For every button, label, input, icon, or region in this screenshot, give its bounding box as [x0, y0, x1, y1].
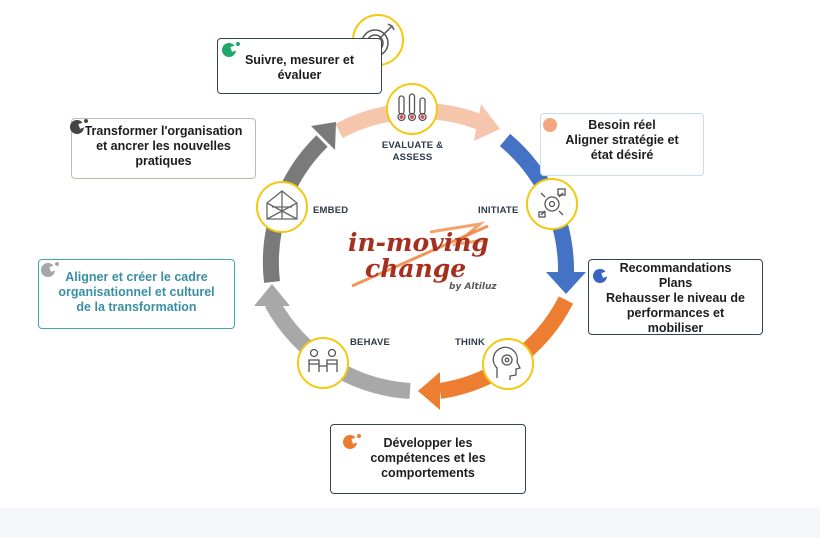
box-recommandations-line: mobiliser: [647, 321, 704, 335]
logo-line2: change: [365, 254, 467, 283]
phase-label-think: THINK: [455, 337, 486, 348]
box-transformer-line: Transformer l'organisation: [84, 124, 243, 138]
logo-scribble-mark: [429, 221, 487, 247]
box-aligner: Aligner et créer le cadre organisationne…: [38, 259, 235, 329]
box-developper-line: Développer les: [383, 436, 473, 450]
box-aligner-line: organisationnel et culturel: [58, 285, 215, 299]
gray-dot-icon: [41, 262, 59, 277]
orange-dot-icon: [343, 434, 361, 449]
box-aligner-line: de la transformation: [76, 300, 197, 314]
box-recommandations-line: Plans: [658, 276, 693, 290]
box-recommandations: Recommandations Plans Rehausser le nivea…: [588, 259, 763, 335]
phase-label-initiate: INITIATE: [478, 205, 519, 216]
box-aligner-line: Aligner et créer le cadre: [65, 270, 208, 284]
dark-dot-icon: [70, 119, 88, 134]
peach-dot-icon: [543, 118, 557, 132]
phase-evaluate-line1: EVALUATE &: [381, 140, 444, 151]
brain-gear-icon: [482, 338, 534, 390]
box-developper-line: compétences et les: [370, 451, 486, 465]
house-frame-icon: [256, 181, 308, 233]
box-besoin-line: état désiré: [590, 148, 654, 162]
gears-head-icon: [526, 178, 578, 230]
phase-label-evaluate: EVALUATE & ASSESS: [375, 140, 450, 164]
green-dot-icon: [222, 42, 240, 57]
box-suivre-line: Suivre, mesurer et: [244, 53, 355, 67]
logo-byline: by Altiluz: [449, 282, 497, 292]
phase-label-behave: BEHAVE: [350, 337, 391, 348]
blue-dot-icon: [593, 269, 607, 283]
box-besoin-line: Aligner stratégie et: [565, 133, 679, 147]
box-developper-line: comportements: [381, 466, 475, 480]
box-recommandations-line: Recommandations: [619, 261, 732, 275]
phase-evaluate-line2: ASSESS: [392, 152, 433, 163]
phase-label-embed: EMBED: [313, 205, 349, 216]
box-transformer-line: et ancrer les nouvelles: [96, 139, 231, 153]
box-transformer-line: pratiques: [135, 154, 192, 168]
box-recommandations-line: performances et: [626, 306, 725, 320]
box-suivre: Suivre, mesurer et évaluer: [217, 38, 382, 94]
bottom-band: [0, 508, 820, 538]
box-suivre-line: évaluer: [277, 68, 322, 82]
logo-line1: in-moving: [348, 228, 489, 257]
box-besoin-line: Besoin réel: [588, 118, 656, 132]
box-developper: Développer les compétences et les compor…: [330, 424, 526, 494]
thermometer-icon: [386, 83, 438, 135]
box-transformer: Transformer l'organisation et ancrer les…: [70, 118, 256, 179]
box-besoin: Besoin réel Aligner stratégie et état dé…: [540, 113, 704, 176]
box-recommandations-line: Rehausser le niveau de: [606, 291, 745, 305]
people-icon: [297, 337, 349, 389]
